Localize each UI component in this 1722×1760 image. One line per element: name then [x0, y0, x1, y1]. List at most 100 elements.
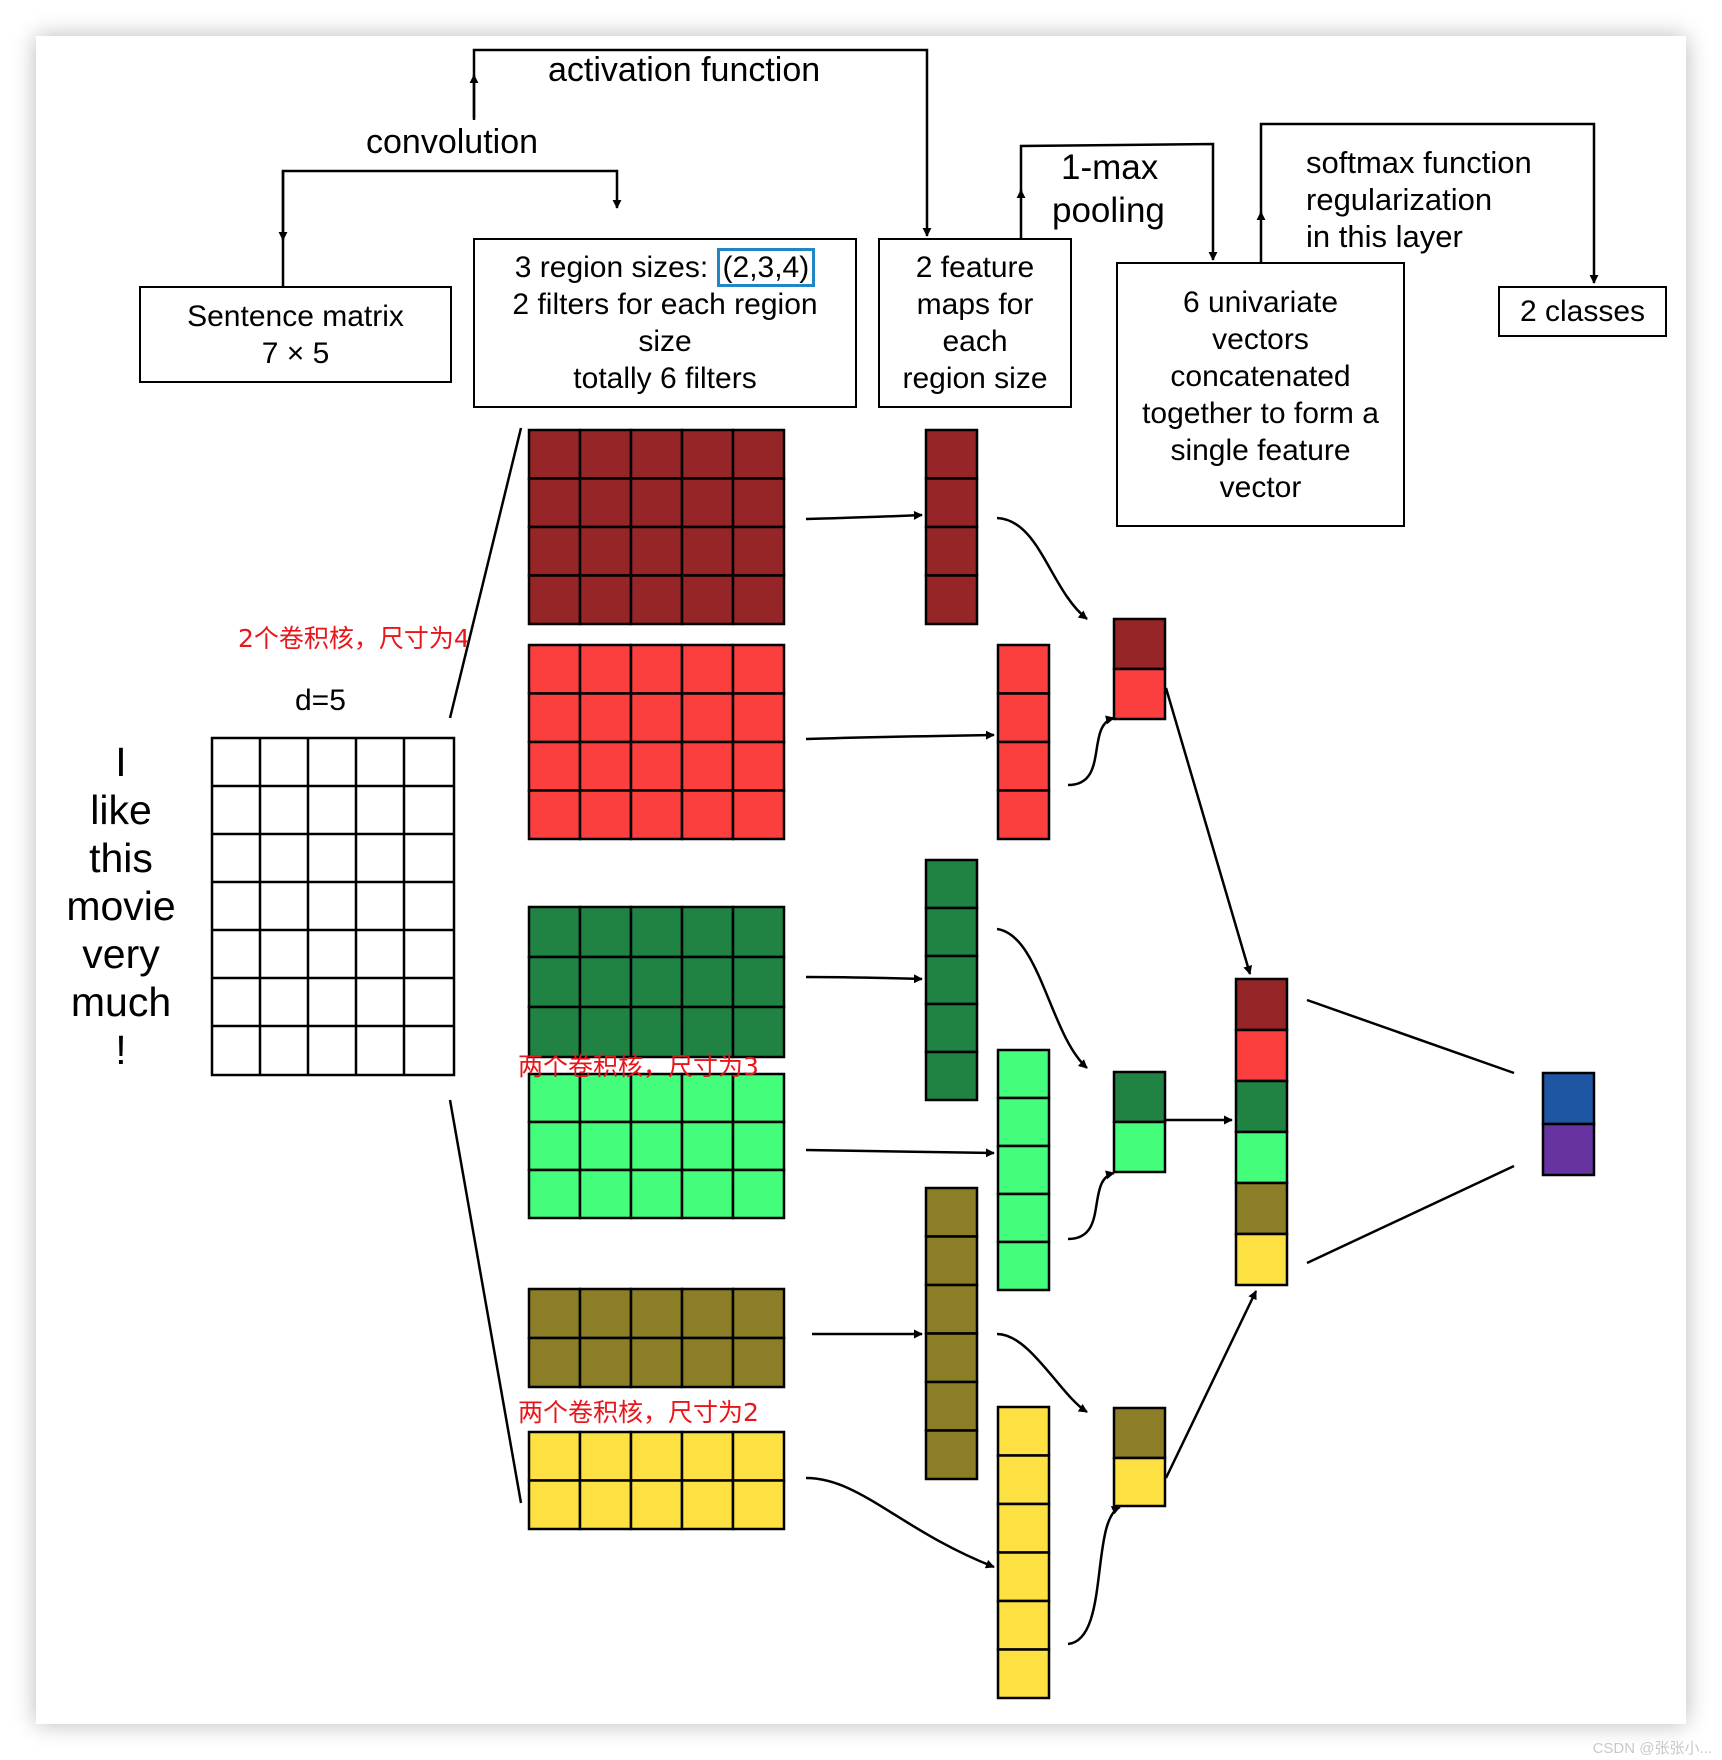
- filter-size3-b-cell: [680, 1072, 735, 1124]
- filter-size4-a-cell: [527, 574, 582, 626]
- filter-size3-a-cell: [527, 905, 582, 959]
- feature-map-size3-b-cell: [996, 1096, 1051, 1148]
- filter-size3-a-cell: [527, 1005, 582, 1059]
- filter-size4-b-cell: [527, 789, 582, 841]
- feature-map-size2-a-cell: [924, 1380, 979, 1432]
- filter-size4-a: [527, 428, 786, 626]
- sentence-matrix: [210, 736, 456, 1077]
- classes-box: 2 classes: [1498, 286, 1667, 337]
- filter-size3-b-cell: [629, 1120, 684, 1172]
- filter-size3-b-cell: [680, 1120, 735, 1172]
- concat-vector-red-cell: [1234, 1028, 1289, 1083]
- univariate-line-6: vector: [1219, 470, 1302, 504]
- feature-map-size2-a-cell: [924, 1429, 979, 1481]
- filter-size2-a: [527, 1287, 786, 1389]
- filter-size4-b-cell: [629, 692, 684, 744]
- feature-map-size2-b-cell: [996, 1599, 1051, 1651]
- feature-maps-line-3: each: [942, 325, 1008, 358]
- feature-maps-group: [924, 428, 1051, 1700]
- filter-size3-a-cell: [731, 1005, 786, 1059]
- filter-size4-b-cell: [731, 789, 786, 841]
- region-sizes-prefix: 3 region sizes:: [514, 251, 717, 284]
- pooled-size2-bottom: [1112, 1456, 1167, 1508]
- feature-map-size3-b-cell: [996, 1144, 1051, 1196]
- filter-size4-b-cell: [731, 692, 786, 744]
- feature-map-size2-a-cell: [924, 1283, 979, 1335]
- concat-vector-light-green: [1234, 1130, 1289, 1185]
- d-label: d=5: [295, 684, 346, 717]
- feature-map-size3-a: [924, 858, 979, 1102]
- filter-size4-a-cell: [629, 574, 684, 626]
- feature-map-size2-b-cell: [996, 1648, 1051, 1700]
- feature-map-size3-a-cell: [924, 858, 979, 910]
- filter-size4-b-cell: [629, 643, 684, 695]
- feature-map-size4-b-cell: [996, 789, 1051, 841]
- feature-map-size4-a-cell: [924, 428, 979, 480]
- annotation-size-2: 两个卷积核，尺寸为2: [518, 1398, 759, 1427]
- feature-maps-box: 2 feature maps for each region size: [878, 238, 1072, 408]
- filter-size4-a-cell: [731, 477, 786, 529]
- filter-size4-a-cell: [731, 574, 786, 626]
- filter-size2-b: [527, 1430, 786, 1531]
- classes-label: 2 classes: [1519, 295, 1646, 328]
- feature-map-size3-a-cell: [924, 954, 979, 1006]
- concat-vector-olive: [1234, 1181, 1289, 1236]
- feature-map-size4-b-cell: [996, 692, 1051, 744]
- watermark: CSDN @张张小...: [1592, 1740, 1712, 1757]
- filter-size3-b-cell: [578, 1072, 633, 1124]
- filter-size3-b-cell: [731, 1072, 786, 1124]
- output-class-2: [1541, 1122, 1596, 1177]
- softmax-label-line-2: regularization: [1306, 182, 1493, 217]
- pooled-size3-bottom-cell: [1112, 1120, 1167, 1174]
- annotation-size-3: 两个卷积核，尺寸为3: [518, 1052, 759, 1081]
- feature-map-size2-b-cell: [996, 1551, 1051, 1603]
- filter-size2-a-cell: [680, 1336, 735, 1389]
- filter-size2-a-cell: [731, 1336, 786, 1389]
- concat-vector-yellow: [1234, 1232, 1289, 1287]
- filter-size4-b-cell: [629, 789, 684, 841]
- sentence-words: I like this movie very much !: [48, 738, 194, 1074]
- filter-size3-a-cell: [680, 1005, 735, 1059]
- filter-size3-a-cell: [578, 955, 633, 1009]
- word-4: movie: [66, 883, 176, 929]
- filter-size4-b-cell: [527, 643, 582, 695]
- word-5: very: [82, 931, 160, 977]
- pooled-size3-bottom: [1112, 1120, 1167, 1174]
- filter-size3-a: [527, 905, 786, 1059]
- filter-size4-b-cell: [578, 789, 633, 841]
- pooled-group: [1112, 617, 1596, 1508]
- pooled-size2-top-cell: [1112, 1406, 1167, 1460]
- filter-size4-a-cell: [578, 525, 633, 577]
- filter-size4-b: [527, 643, 786, 841]
- feature-map-size3-b-cell: [996, 1048, 1051, 1100]
- feature-map-size4-a-cell: [924, 477, 979, 529]
- filter-size3-b-cell: [680, 1168, 735, 1220]
- filter-size2-b-cell: [527, 1479, 582, 1531]
- concat-vector-dark-red: [1234, 977, 1289, 1032]
- filter-size4-b-cell: [680, 643, 735, 695]
- filter-size4-a-cell: [578, 477, 633, 529]
- filters-group: [527, 428, 786, 1531]
- filter-size4-b-cell: [731, 643, 786, 695]
- convolution-label: convolution: [366, 123, 539, 161]
- feature-map-size2-a-cell: [924, 1186, 979, 1238]
- filter-size4-a-cell: [680, 428, 735, 480]
- pooling-label-line-1: 1-max: [1061, 148, 1159, 187]
- feature-map-size2-b-cell: [996, 1502, 1051, 1554]
- feature-map-size2-a-cell: [924, 1235, 979, 1287]
- univariate-line-2: vectors: [1212, 322, 1309, 356]
- univariate-line-5: single feature: [1170, 433, 1351, 467]
- filter-size2-b-cell: [680, 1430, 735, 1482]
- feature-map-size4-b-cell: [996, 740, 1051, 792]
- filter-size2-a-cell: [629, 1336, 684, 1389]
- filter-size4-b-cell: [680, 692, 735, 744]
- filter-size4-b-cell: [527, 692, 582, 744]
- filter-size3-a-cell: [629, 905, 684, 959]
- pooling-label-line-2: pooling: [1052, 191, 1165, 230]
- filter-size2-a-cell: [578, 1287, 633, 1340]
- filter-size4-a-cell: [680, 525, 735, 577]
- activation-function-label: activation function: [548, 51, 821, 89]
- concat-vector-yellow-cell: [1234, 1232, 1289, 1287]
- univariate-line-1: 6 univariate: [1182, 285, 1339, 319]
